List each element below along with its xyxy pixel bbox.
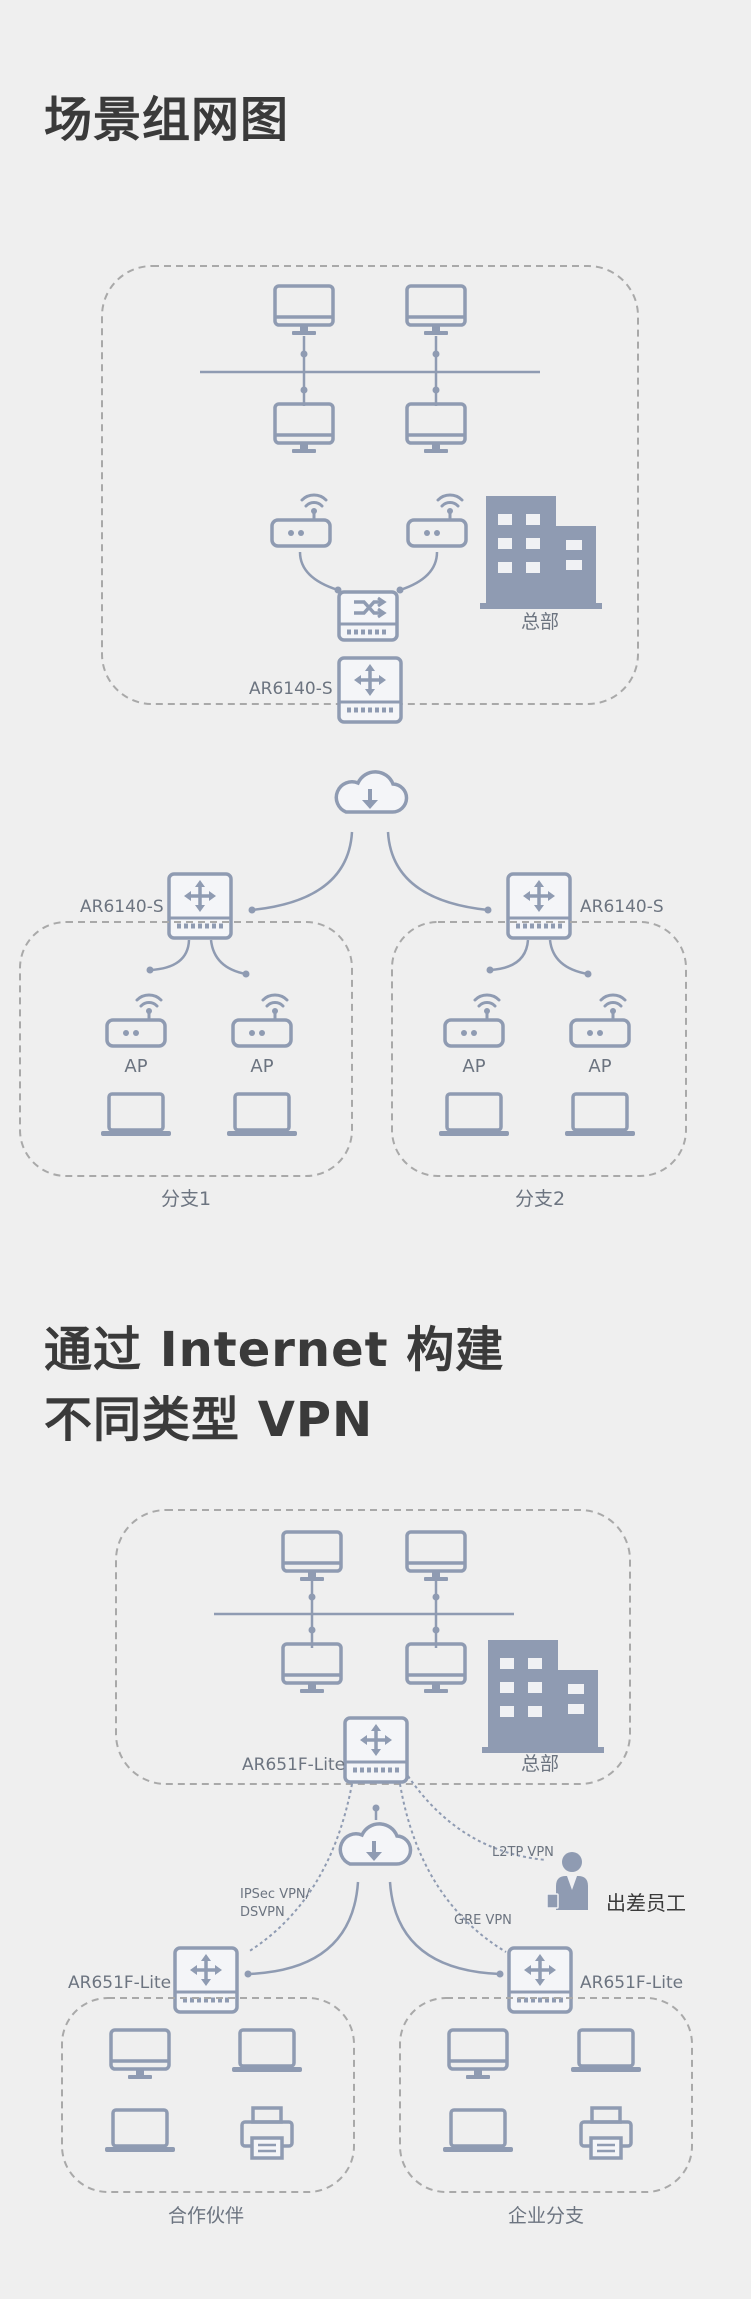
wireless-ap-icon <box>406 493 468 548</box>
laptop-icon <box>103 2108 177 2154</box>
ipsec-vpn-label: IPSec VPN/ <box>240 1887 311 1902</box>
internet-cloud-icon <box>334 769 409 815</box>
router-icon <box>345 1718 407 1782</box>
partner-zone <box>61 1997 355 2193</box>
router-icon <box>339 658 401 722</box>
dsvpn-label: DSVPN <box>240 1905 285 1920</box>
core-router-label: AR651F-Lite <box>242 1755 345 1775</box>
enterprise-branch-zone <box>399 1997 693 2193</box>
laptop-icon <box>230 2028 304 2074</box>
wireless-ap-icon <box>105 993 167 1048</box>
traveler-label: 出差员工 <box>606 1891 686 1915</box>
partner-label: 合作伙伴 <box>168 2205 244 2227</box>
laptop-icon <box>99 1092 173 1138</box>
l2tp-vpn-label: L2TP VPN <box>492 1845 554 1860</box>
hq-label: 总部 <box>521 611 559 633</box>
wireless-ap-icon <box>231 993 293 1048</box>
router-icon <box>509 1948 571 2012</box>
partner-router-label: AR651F-Lite <box>68 1973 171 1993</box>
router-icon <box>175 1948 237 2012</box>
building-icon <box>482 1640 604 1753</box>
wireless-ap-icon <box>569 993 631 1048</box>
ap-label: AP <box>588 1056 611 1077</box>
branch1-label: 分支1 <box>161 1188 211 1210</box>
enterprise-branch-label: 企业分支 <box>508 2205 584 2227</box>
section1-title: 场景组网图 <box>44 92 290 148</box>
hq-zone <box>115 1509 631 1785</box>
laptop-icon <box>225 1092 299 1138</box>
pc-monitor-icon <box>273 402 335 455</box>
traveling-employee-icon <box>546 1852 588 1910</box>
branch1-zone <box>19 921 353 1177</box>
gre-vpn-label: GRE VPN <box>454 1913 512 1928</box>
router-icon <box>508 874 570 938</box>
hq-label: 总部 <box>521 1753 559 1775</box>
ap-label: AP <box>250 1056 273 1077</box>
laptop-icon <box>569 2028 643 2074</box>
pc-monitor-icon <box>281 1530 343 1583</box>
ap-label: AP <box>462 1056 485 1077</box>
section2-title-line2: 不同类型 VPN <box>44 1392 374 1448</box>
internet-cloud-icon <box>338 1821 413 1867</box>
printer-icon <box>240 2106 294 2160</box>
wireless-ap-icon <box>270 493 332 548</box>
core-router-label: AR6140-S <box>249 679 333 699</box>
branch2-router-label: AR6140-S <box>580 897 664 917</box>
laptop-icon <box>437 1092 511 1138</box>
branch-router-label: AR651F-Lite <box>580 1973 683 1993</box>
ap-label: AP <box>124 1056 147 1077</box>
wireless-ap-icon <box>443 993 505 1048</box>
pc-monitor-icon <box>109 2028 171 2081</box>
laptop-icon <box>563 1092 637 1138</box>
pc-monitor-icon <box>405 1530 467 1583</box>
pc-monitor-icon <box>405 402 467 455</box>
hq-zone <box>101 265 639 705</box>
section2-title-line1: 通过 Internet 构建 <box>44 1322 505 1378</box>
pc-monitor-icon <box>273 284 335 337</box>
pc-monitor-icon <box>405 284 467 337</box>
pc-monitor-icon <box>405 1642 467 1695</box>
laptop-icon <box>441 2108 515 2154</box>
pc-monitor-icon <box>281 1642 343 1695</box>
switch-icon <box>339 592 397 640</box>
branch2-zone <box>391 921 687 1177</box>
branch2-label: 分支2 <box>515 1188 565 1210</box>
router-icon <box>169 874 231 938</box>
branch1-router-label: AR6140-S <box>80 897 164 917</box>
printer-icon <box>579 2106 633 2160</box>
building-icon <box>480 496 602 609</box>
pc-monitor-icon <box>447 2028 509 2081</box>
